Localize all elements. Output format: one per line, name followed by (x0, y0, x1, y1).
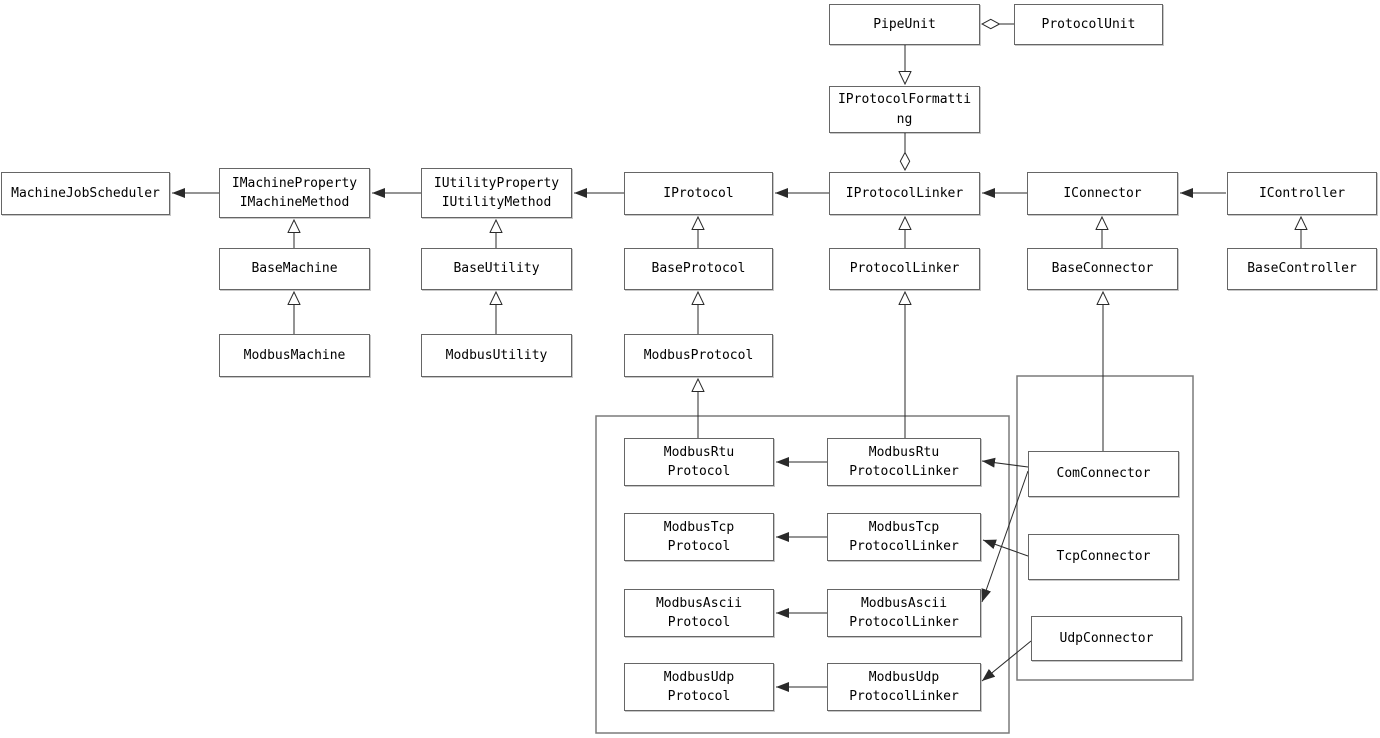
class-box-base-protocol: BaseProtocol (624, 248, 773, 290)
class-box-pipe-unit: PipeUnit (829, 4, 980, 45)
modbus-protocol-group-frame (595, 415, 1010, 734)
class-box-modbus-tcp-protocol-linker: ModbusTcp ProtocolLinker (827, 513, 981, 561)
edge-comconnector-to-rtulinker (981, 457, 1029, 468)
class-box-iprotocol-formatting: IProtocolFormatti ng (829, 86, 980, 133)
connector-group-frame (1016, 375, 1194, 681)
edge-udpconnector-to-udplinker (981, 640, 1032, 682)
edge-comconnector-to-asciilinker (981, 470, 1029, 603)
class-box-base-connector: BaseConnector (1027, 248, 1178, 290)
class-box-udp-connector: UdpConnector (1031, 616, 1182, 661)
class-box-base-utility: BaseUtility (421, 248, 572, 290)
class-box-protocol-linker: ProtocolLinker (829, 248, 980, 290)
class-box-iprotocol-linker: IProtocolLinker (829, 172, 980, 215)
association-edges (172, 188, 1226, 692)
class-box-modbus-ascii-protocol-linker: ModbusAscii ProtocolLinker (827, 589, 981, 637)
class-box-protocol-unit: ProtocolUnit (1014, 4, 1163, 45)
class-box-base-machine: BaseMachine (219, 248, 370, 290)
class-box-tcp-connector: TcpConnector (1028, 534, 1179, 580)
class-box-modbus-protocol: ModbusProtocol (624, 334, 773, 377)
class-box-com-connector: ComConnector (1028, 451, 1179, 497)
class-box-modbus-ascii-protocol: ModbusAscii Protocol (624, 589, 774, 637)
class-box-base-controller: BaseController (1227, 248, 1377, 290)
class-box-modbus-rtu-protocol-linker: ModbusRtu ProtocolLinker (827, 438, 981, 486)
class-box-machine-job-scheduler: MachineJobScheduler (1, 172, 170, 215)
group-frames (595, 375, 1194, 734)
class-box-modbus-udp-protocol-linker: ModbusUdp ProtocolLinker (827, 663, 981, 711)
class-box-modbus-rtu-protocol: ModbusRtu Protocol (624, 438, 774, 486)
class-box-modbus-utility: ModbusUtility (421, 334, 572, 377)
class-box-iprotocol: IProtocol (624, 172, 773, 215)
class-box-imachine-property-method: IMachineProperty IMachineMethod (219, 168, 370, 218)
class-box-iconnector: IConnector (1027, 172, 1178, 215)
aggregation-edges (905, 24, 1014, 170)
class-box-modbus-udp-protocol: ModbusUdp Protocol (624, 663, 774, 711)
edge-tcpconnector-to-tcplinker (982, 539, 1029, 557)
class-box-iutility-property-method: IUtilityProperty IUtilityMethod (421, 168, 572, 218)
class-box-icontroller: IController (1227, 172, 1377, 215)
class-box-modbus-tcp-protocol: ModbusTcp Protocol (624, 513, 774, 561)
class-box-modbus-machine: ModbusMachine (219, 334, 370, 377)
generalization-edges (294, 45, 1301, 451)
